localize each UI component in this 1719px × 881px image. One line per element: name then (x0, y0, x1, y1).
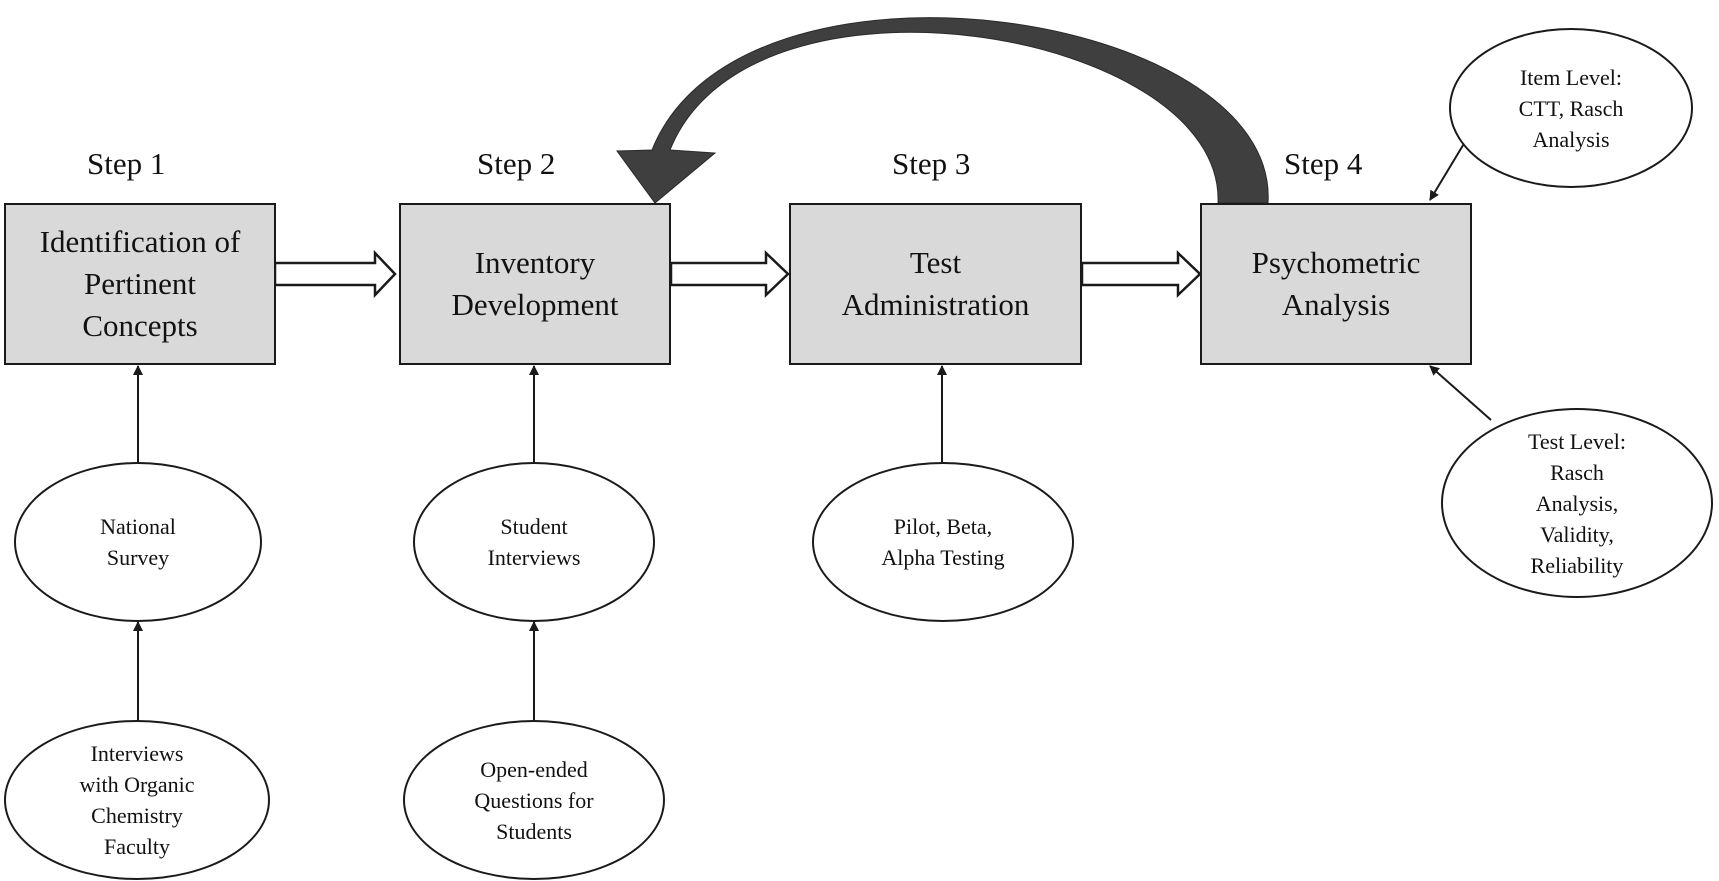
block-arrow-2-3 (669, 250, 790, 298)
test-level-text: Test Level: Rasch Analysis, Validity, Re… (1527, 428, 1627, 578)
step-1-box: Identification of Pertinent Concepts (4, 203, 276, 365)
step-2-label: Step 2 (477, 146, 556, 181)
test-level-ellipse: Test Level: Rasch Analysis, Validity, Re… (1441, 408, 1713, 598)
block-arrow-3-4 (1080, 250, 1202, 298)
faculty-interviews-text: Interviews with Organic Chemistry Facult… (79, 741, 195, 859)
open-ended-questions-text: Open-ended Questions for Students (474, 756, 594, 844)
step-4-box: Psychometric Analysis (1200, 203, 1472, 365)
step-2-box: Inventory Development (399, 203, 671, 365)
step-2-box-text: Inventory Development (451, 245, 619, 322)
step-3-box-text: Test Administration (841, 245, 1030, 322)
item-level-text: Item Level: CTT, Rasch Analysis (1518, 64, 1624, 152)
block-arrow-1-2 (273, 249, 397, 299)
step-1-box-text: Identification of Pertinent Concepts (39, 224, 241, 343)
national-survey-ellipse: National Survey (14, 462, 262, 622)
item-level-ellipse: Item Level: CTT, Rasch Analysis (1449, 28, 1693, 188)
step-4-box-text: Psychometric Analysis (1251, 245, 1421, 322)
step-3-label: Step 3 (892, 146, 971, 181)
connector-testlevel-to-step4 (1429, 365, 1492, 421)
student-interviews-text: Student Interviews (487, 514, 581, 570)
open-ended-questions-ellipse: Open-ended Questions for Students (403, 720, 665, 880)
faculty-interviews-ellipse: Interviews with Organic Chemistry Facult… (4, 720, 270, 880)
pilot-testing-text: Pilot, Beta, Alpha Testing (881, 514, 1005, 570)
pilot-testing-ellipse: Pilot, Beta, Alpha Testing (812, 462, 1074, 622)
step-4-label: Step 4 (1284, 146, 1363, 181)
national-survey-text: National Survey (100, 514, 176, 570)
student-interviews-ellipse: Student Interviews (413, 462, 655, 622)
step-1-label: Step 1 (87, 146, 166, 181)
step-3-box: Test Administration (789, 203, 1082, 365)
feedback-arrow (616, 17, 1269, 204)
